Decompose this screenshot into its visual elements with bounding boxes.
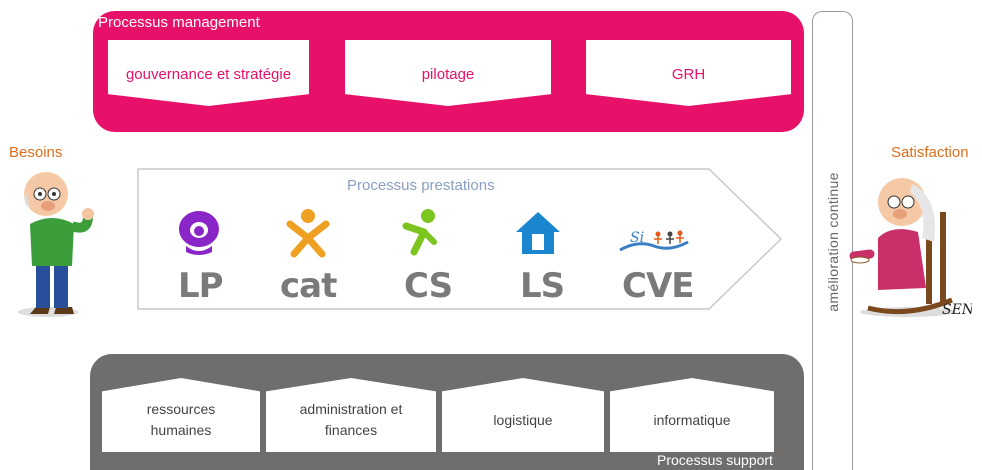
support-box-label: informatique xyxy=(653,411,731,428)
management-box-grh: GRH xyxy=(586,40,791,106)
continuous-improvement-bar xyxy=(812,11,853,470)
management-box-label: GRH xyxy=(671,66,706,83)
lp-logo-label: LP xyxy=(178,266,224,306)
support-title: Processus support xyxy=(657,452,773,468)
management-box-label: pilotage xyxy=(421,66,475,83)
cs-logo-icon xyxy=(402,209,437,256)
cve-silhouettes-logo-icon: Si xyxy=(619,230,689,252)
support-box-label: administration et finances xyxy=(299,401,403,438)
ls-house-logo-icon xyxy=(516,212,560,254)
support-box-logistics: logistique xyxy=(442,378,604,452)
ls-logo-label: LS xyxy=(520,266,565,306)
cs-logo-label: CS xyxy=(404,266,453,306)
prestations-title: Processus prestations xyxy=(347,177,495,194)
cat-logo-label: cat xyxy=(280,266,337,306)
lp-logo-icon xyxy=(178,211,219,255)
management-title: Processus management xyxy=(98,14,260,31)
artist-signature: SEN xyxy=(942,302,972,318)
grandmother-rocking-chair-icon: SEN xyxy=(849,178,972,318)
cve-logo-label: CVE xyxy=(622,266,694,306)
management-box-pilotage: pilotage xyxy=(345,40,551,106)
prestations-arrow xyxy=(137,168,783,310)
support-box-label: logistique xyxy=(493,411,553,428)
support-box-admin: administration et finances xyxy=(266,378,436,452)
support-box-label: ressources humaines xyxy=(146,401,216,438)
cat-logo-icon xyxy=(286,209,330,258)
continuous-improvement-label: amélioration continue xyxy=(825,172,841,312)
support-box-it: informatique xyxy=(610,378,774,452)
management-box-governance: gouvernance et stratégie xyxy=(108,40,309,106)
management-box-label: gouvernance et stratégie xyxy=(125,66,292,83)
old-man-character-icon xyxy=(18,172,94,317)
svg-text:Si: Si xyxy=(630,230,644,246)
satisfaction-label: Satisfaction xyxy=(891,144,969,161)
support-box-hr: ressources humaines xyxy=(102,378,260,452)
besoins-label: Besoins xyxy=(9,144,63,161)
